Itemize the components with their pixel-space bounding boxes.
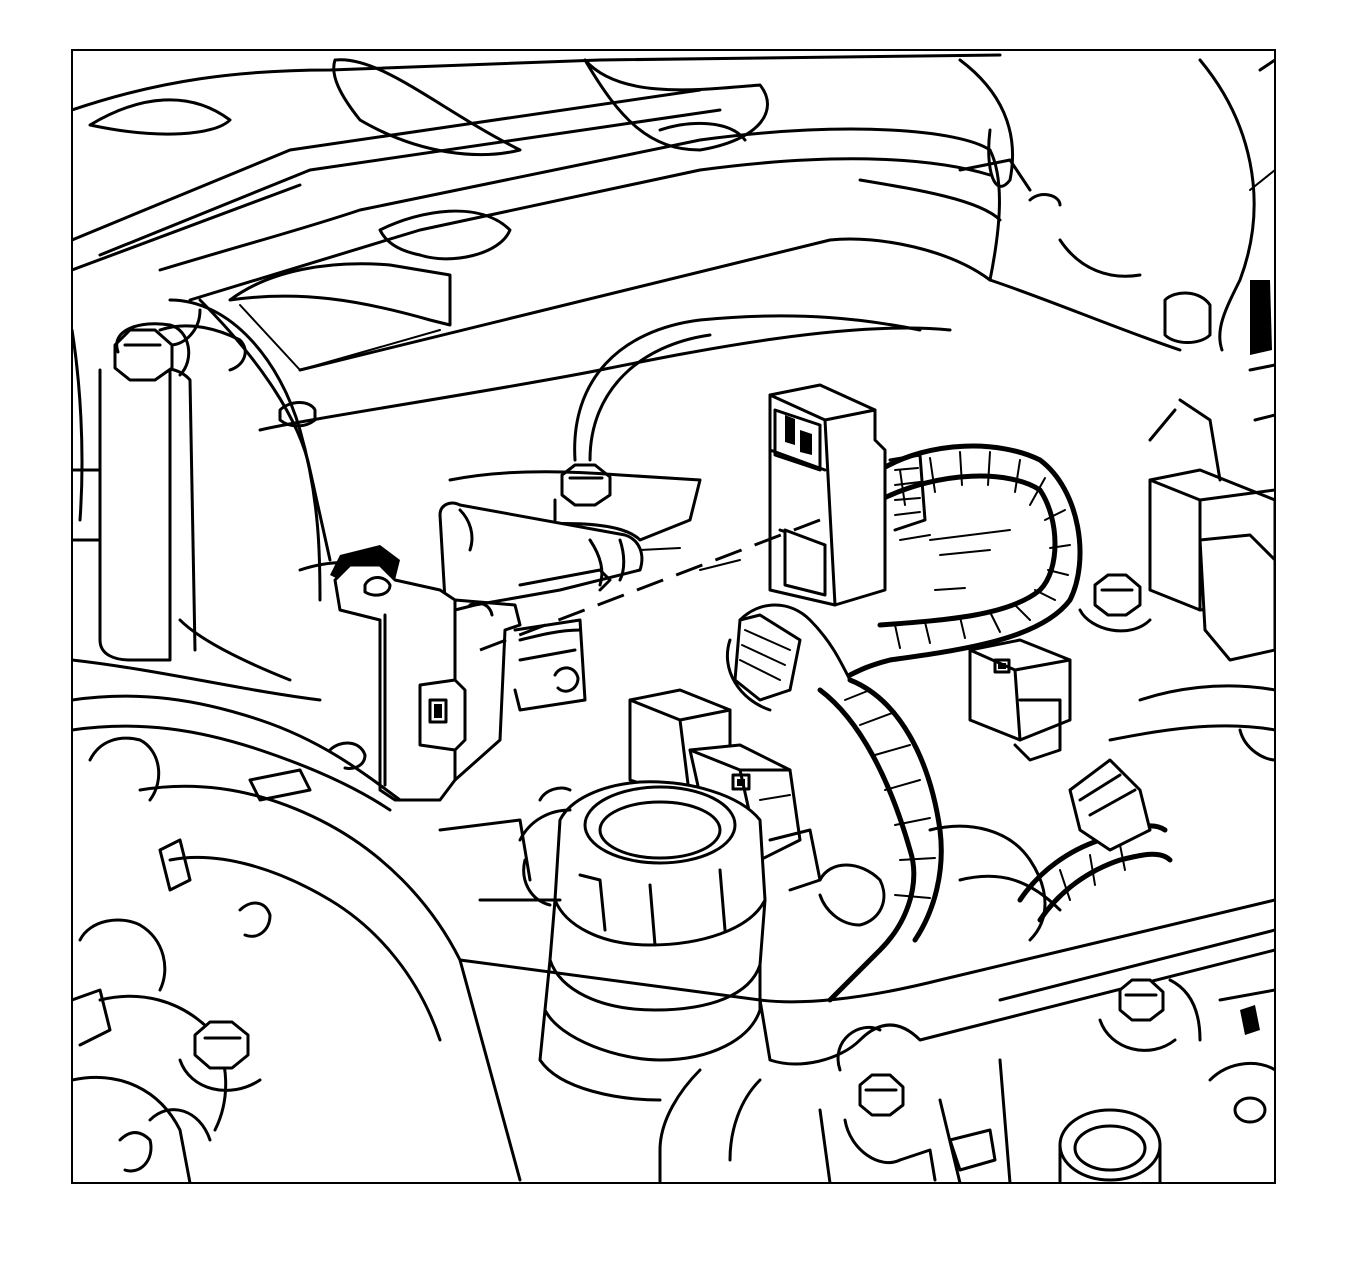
bolt-icon <box>836 1025 905 1165</box>
wiring-harness <box>573 314 1083 678</box>
connector-plug <box>768 383 927 607</box>
front-cover <box>72 298 322 702</box>
oil-filler-cap <box>518 780 767 1102</box>
engine-block <box>438 684 1275 1066</box>
callout-line <box>479 518 821 652</box>
bolt-icon <box>1078 573 1152 633</box>
bolt-icon <box>553 463 612 522</box>
frame <box>71 49 1276 1184</box>
engine-detail <box>639 158 1275 1183</box>
bolt-icon <box>113 322 191 382</box>
bolt-icon <box>1098 978 1177 1052</box>
sensor-bracket <box>333 501 644 802</box>
ignition-coil <box>968 398 1275 762</box>
spark-plug-tube <box>1058 1061 1275 1183</box>
intake-manifold <box>72 53 1275 352</box>
bolt-icon <box>178 1020 262 1092</box>
wiring-harness <box>725 603 1173 1003</box>
